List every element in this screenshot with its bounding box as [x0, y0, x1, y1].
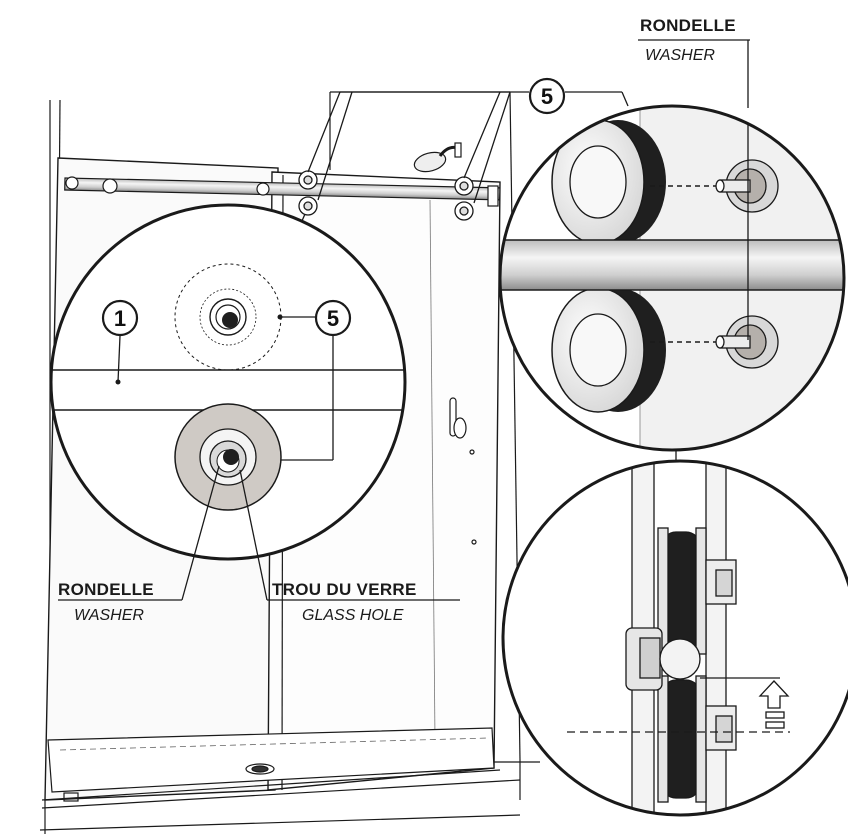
inset-roller-profile-detail [501, 459, 848, 817]
leader-dot [277, 314, 283, 320]
leader-dot [115, 379, 121, 385]
callout-5-top-leaders [297, 91, 677, 763]
callout-1: 1 [101, 299, 139, 337]
door-rollers [298, 170, 474, 221]
callout-5-inset-number: 5 [327, 306, 339, 331]
inset-glass-hole-detail [49, 203, 407, 561]
inset-roller-washer-detail [498, 104, 846, 452]
shower-head [413, 142, 462, 173]
callout-5-inset: 5 [314, 299, 352, 337]
door-handle [449, 397, 477, 545]
label-washer-en-top: WASHER [645, 47, 715, 64]
label-washer-fr-left: RONDELLE [58, 580, 154, 599]
callout-5-top-number: 5 [541, 84, 553, 109]
top-rail [64, 176, 501, 207]
callout-1-number: 1 [114, 306, 126, 331]
label-glass-hole-en: GLASS HOLE [302, 607, 404, 624]
label-washer-fr-top: RONDELLE [640, 16, 736, 35]
label-washer-en-left: WASHER [74, 607, 144, 624]
callout-5-top: 5 [528, 77, 566, 115]
label-glass-hole-fr: TROU DU VERRE [272, 580, 417, 599]
inset-leaders [58, 316, 460, 601]
